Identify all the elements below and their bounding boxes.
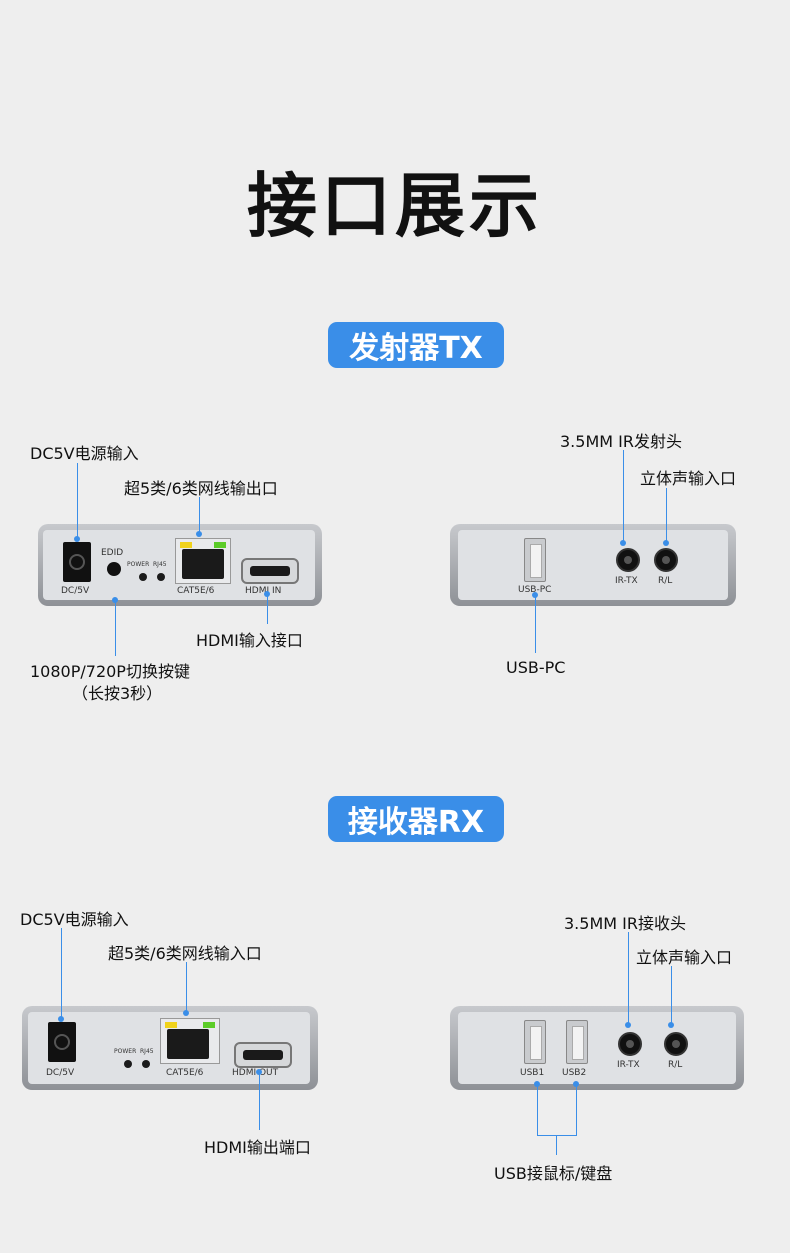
- rx-back-device: USB1 USB2 IR-TX R/L: [450, 1006, 744, 1090]
- rx-usb1-port: [524, 1020, 546, 1064]
- rx-dot-stereo: [668, 1022, 674, 1028]
- rx-callout-ir-receiver: 3.5MM IR接收头: [564, 914, 686, 933]
- tx-usb-port: [524, 538, 546, 582]
- tx-back-device: USB-PC IR-TX R/L: [450, 524, 736, 606]
- tx-rj45-label: RJ45: [153, 561, 167, 568]
- rx-ir-jack: [618, 1032, 642, 1056]
- rx-rj45-port: [160, 1018, 220, 1064]
- rx-leader-usb-join: [537, 1135, 577, 1136]
- rx-cat-label: CAT5E/6: [166, 1068, 204, 1078]
- tx-callout-usb-pc: USB-PC: [506, 658, 566, 677]
- tx-rj45-green-led: [214, 542, 226, 548]
- rx-rj45-yellow-led: [165, 1022, 177, 1028]
- tx-edid-label: EDID: [101, 548, 124, 558]
- tx-leader-dc: [77, 463, 78, 539]
- tx-callout-network-out: 超5类/6类网线输出口: [124, 479, 278, 498]
- rx-rl-jack: [664, 1032, 688, 1056]
- tx-power-label: POWER: [127, 561, 150, 568]
- rx-dot-dc: [58, 1016, 64, 1022]
- tx-callout-dc-power: DC5V电源输入: [30, 444, 139, 463]
- tx-callout-stereo-in: 立体声输入口: [640, 469, 737, 488]
- rx-callout-hdmi-out: HDMI输出端口: [204, 1138, 311, 1157]
- rx-dot-hdmi: [256, 1069, 262, 1075]
- tx-front-device: DC/5V EDID POWER RJ45 CAT5E/6 HDMI IN: [38, 524, 322, 606]
- rx-dot-usb2: [573, 1081, 579, 1087]
- tx-leader-switch: [115, 600, 116, 656]
- tx-front-panel: DC/5V EDID POWER RJ45 CAT5E/6 HDMI IN: [43, 530, 315, 600]
- tx-dot-stereo: [663, 540, 669, 546]
- tx-callout-switch-note: （长按3秒）: [72, 684, 163, 703]
- rx-leader-network: [186, 962, 187, 1012]
- rx-rj45-led: [142, 1060, 150, 1068]
- rx-dot-network: [183, 1010, 189, 1016]
- tx-hdmi-port: [241, 558, 299, 584]
- tx-leader-stereo: [666, 488, 667, 542]
- tx-power-led: [139, 573, 147, 581]
- rx-dc-label: DC/5V: [46, 1068, 75, 1078]
- tx-rj45-led: [157, 573, 165, 581]
- tx-dot-ir: [620, 540, 626, 546]
- tx-rj45-socket: [182, 549, 224, 579]
- tx-callout-hdmi-in: HDMI输入接口: [196, 631, 303, 650]
- rx-leader-usb1: [537, 1084, 538, 1136]
- tx-rj45-port: [175, 538, 231, 584]
- rx-leader-ir: [628, 932, 629, 1024]
- tx-leader-network: [199, 497, 200, 534]
- rx-dot-usb1: [534, 1081, 540, 1087]
- tx-hdmi-label: HDMI IN: [245, 586, 282, 596]
- tx-usb-label: USB-PC: [518, 585, 552, 595]
- rx-badge: 接收器RX: [328, 796, 504, 842]
- rx-leader-usb-stem: [556, 1135, 557, 1155]
- tx-callout-ir-emitter: 3.5MM IR发射头: [560, 432, 682, 451]
- rx-usb2-port: [566, 1020, 588, 1064]
- tx-dc-port: [63, 542, 91, 582]
- rx-usb2-label: USB2: [562, 1068, 587, 1078]
- tx-rl-jack: [654, 548, 678, 572]
- page-title: 接口展示: [247, 165, 543, 247]
- rx-callout-network-in: 超5类/6类网线输入口: [108, 944, 262, 963]
- tx-dot-network: [196, 531, 202, 537]
- tx-dot-hdmi: [264, 591, 270, 597]
- tx-ir-jack: [616, 548, 640, 572]
- rx-callout-stereo-in: 立体声输入口: [636, 948, 733, 967]
- tx-dc-label: DC/5V: [61, 586, 90, 596]
- rx-dot-ir: [625, 1022, 631, 1028]
- rx-rj45-label: RJ45: [140, 1048, 154, 1055]
- tx-rj45-yellow-led: [180, 542, 192, 548]
- rx-leader-usb2: [576, 1084, 577, 1136]
- tx-rl-label: R/L: [658, 576, 673, 586]
- tx-callout-switch-button: 1080P/720P切换按键: [30, 662, 190, 681]
- rx-rj45-green-led: [203, 1022, 215, 1028]
- tx-dot-usb: [532, 592, 538, 598]
- rx-callout-dc-power: DC5V电源输入: [20, 910, 129, 929]
- rx-usb1-label: USB1: [520, 1068, 545, 1078]
- rx-leader-stereo: [671, 966, 672, 1024]
- rx-callout-usb-kbm: USB接鼠标/键盘: [494, 1164, 613, 1183]
- tx-badge: 发射器TX: [328, 322, 504, 368]
- rx-ir-label: IR-TX: [617, 1060, 640, 1070]
- rx-leader-hdmi: [259, 1072, 260, 1130]
- tx-dot-dc: [74, 536, 80, 542]
- rx-front-device: DC/5V POWER RJ45 CAT5E/6 HDMI OUT: [22, 1006, 318, 1090]
- rx-hdmi-port: [234, 1042, 292, 1068]
- rx-rj45-socket: [167, 1029, 209, 1059]
- rx-back-panel: USB1 USB2 IR-TX R/L: [458, 1012, 736, 1084]
- rx-dc-port: [48, 1022, 76, 1062]
- tx-leader-ir: [623, 450, 624, 542]
- tx-leader-usb: [535, 595, 536, 653]
- tx-back-panel: USB-PC IR-TX R/L: [458, 530, 728, 600]
- rx-front-panel: DC/5V POWER RJ45 CAT5E/6 HDMI OUT: [28, 1012, 310, 1084]
- rx-power-led: [124, 1060, 132, 1068]
- tx-leader-hdmi: [267, 594, 268, 624]
- tx-ir-label: IR-TX: [615, 576, 638, 586]
- rx-rl-label: R/L: [668, 1060, 683, 1070]
- rx-leader-dc: [61, 928, 62, 1018]
- tx-cat-label: CAT5E/6: [177, 586, 215, 596]
- tx-edid-button[interactable]: [107, 562, 121, 576]
- rx-hdmi-label: HDMI OUT: [232, 1068, 279, 1078]
- tx-dot-switch: [112, 597, 118, 603]
- rx-power-label: POWER: [114, 1048, 137, 1055]
